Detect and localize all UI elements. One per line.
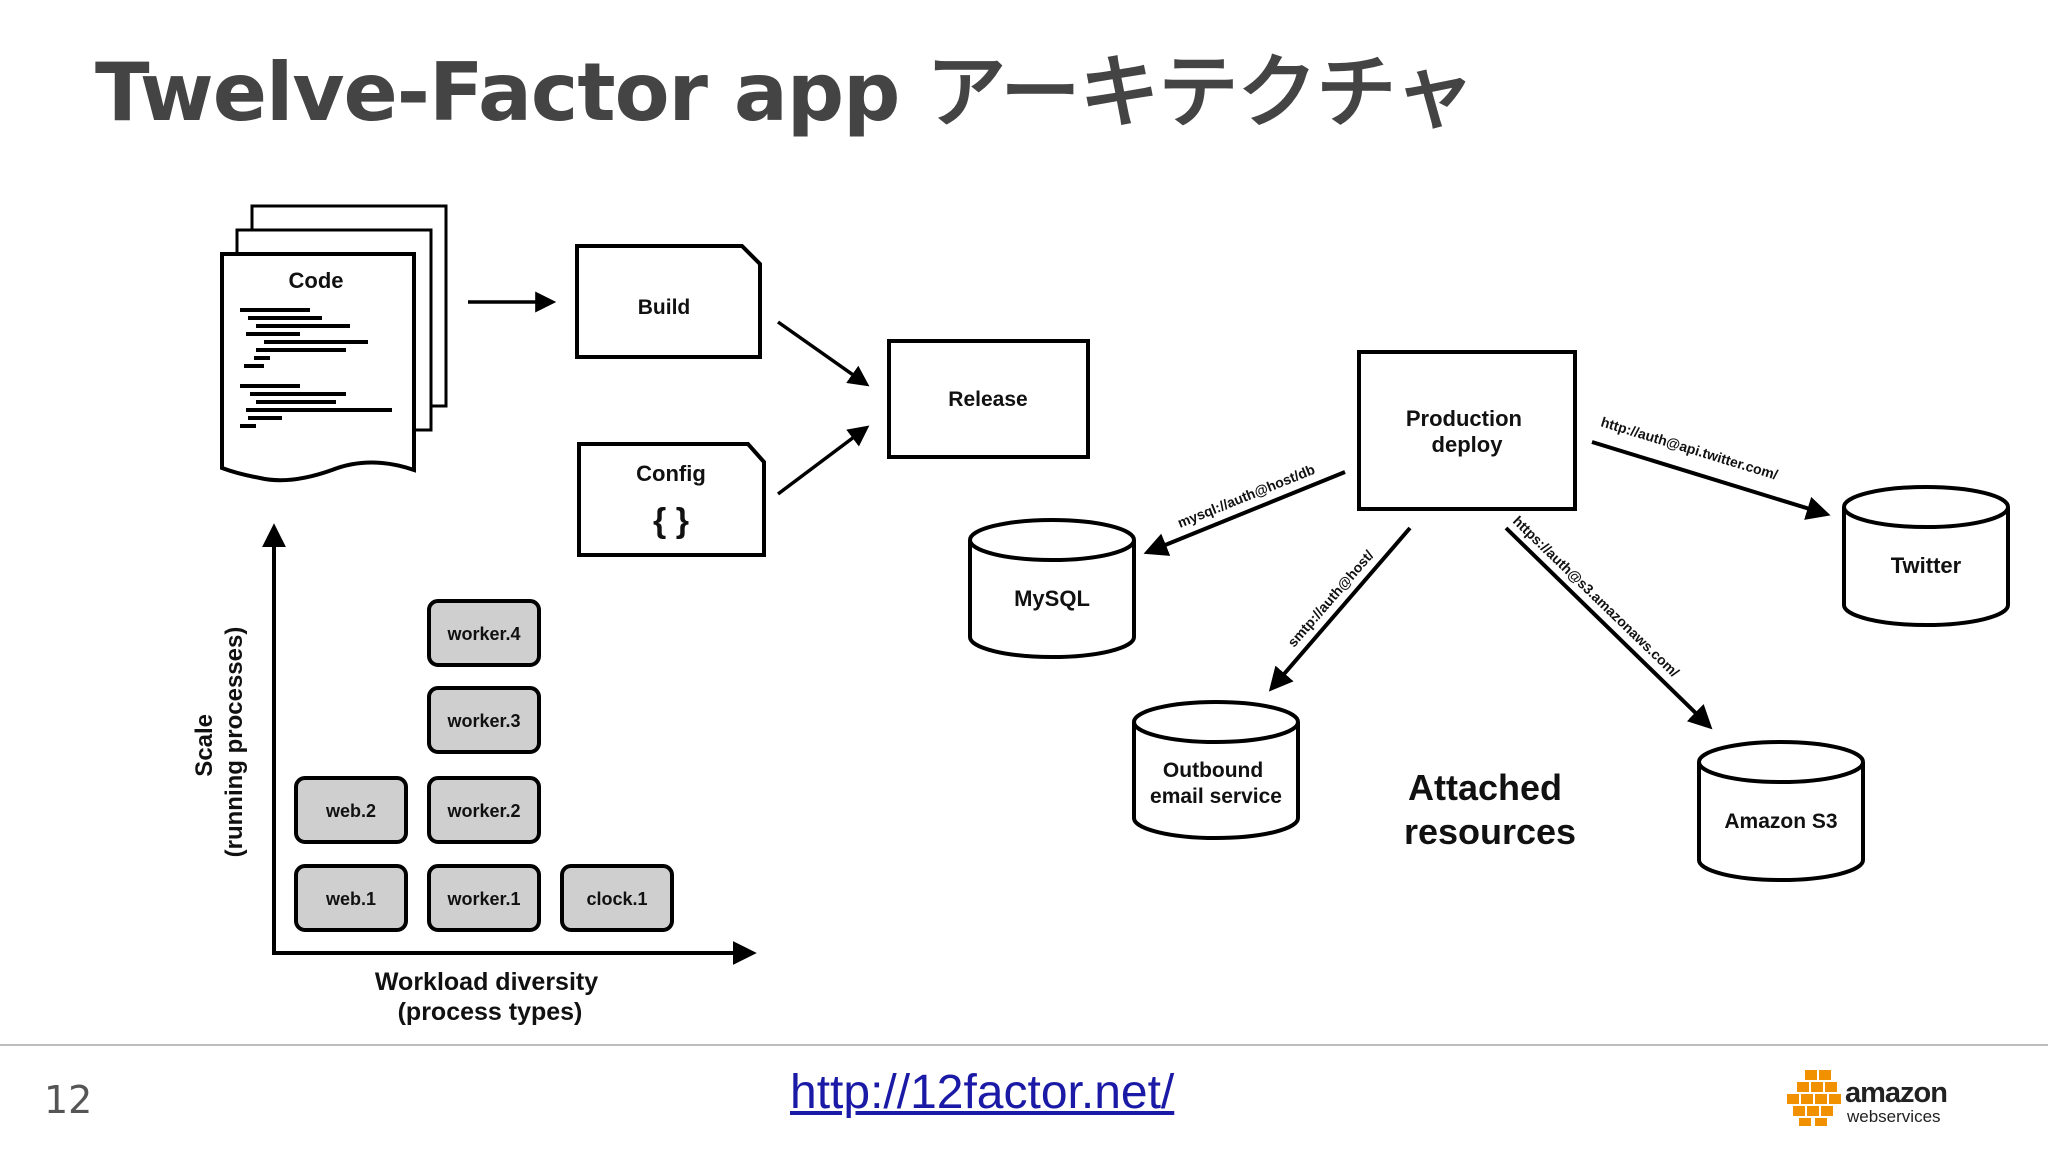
aws-tagline: webservices bbox=[1846, 1107, 1941, 1126]
footer-divider bbox=[0, 1044, 2048, 1046]
build-box: Build bbox=[575, 244, 762, 359]
email-arrow bbox=[1268, 526, 1412, 692]
config-braces: { } bbox=[653, 502, 689, 540]
release-box: Release bbox=[887, 339, 1090, 459]
aws-cubes-icon bbox=[1787, 1070, 1841, 1126]
scale-y-label: Scale (running processes) bbox=[191, 627, 248, 858]
config-box: Config { } bbox=[577, 442, 766, 557]
scale-x-label: Workload diversity (process types) bbox=[375, 968, 605, 1026]
process-web-1: web.1 bbox=[294, 864, 408, 932]
svg-text:worker.2: worker.2 bbox=[446, 801, 520, 821]
twitter-cylinder: Twitter bbox=[1842, 485, 2010, 627]
twelve-factor-link[interactable]: http://12factor.net/ bbox=[790, 1066, 1175, 1119]
code-lines-icon bbox=[240, 308, 392, 428]
amazon-s3-cylinder: Amazon S3 bbox=[1697, 740, 1865, 882]
aws-logo: amazon webservices bbox=[1787, 1070, 1948, 1126]
s3-url-label: https://auth@s3.amazonaws.com/ bbox=[1510, 513, 1683, 681]
page-number: 12 bbox=[44, 1078, 93, 1122]
svg-text:worker.4: worker.4 bbox=[446, 624, 520, 644]
svg-text:web.1: web.1 bbox=[325, 889, 376, 909]
mysql-cylinder: MySQL bbox=[968, 518, 1136, 659]
process-worker-4: worker.4 bbox=[427, 599, 541, 667]
aws-wordmark: amazon bbox=[1845, 1077, 1947, 1109]
svg-text:worker.1: worker.1 bbox=[446, 889, 520, 909]
production-deploy-label: Production deploy bbox=[1406, 406, 1528, 457]
mysql-url-label: mysql://auth@host/db bbox=[1175, 461, 1317, 531]
svg-text:clock.1: clock.1 bbox=[586, 889, 647, 909]
mysql-label: MySQL bbox=[1014, 586, 1090, 611]
code-document: Code bbox=[220, 204, 448, 483]
mysql-arrow bbox=[1143, 470, 1346, 556]
process-web-2: web.2 bbox=[294, 776, 408, 844]
process-worker-3: worker.3 bbox=[427, 686, 541, 754]
twitter-arrow bbox=[1591, 440, 1831, 520]
s3-arrow bbox=[1504, 526, 1713, 730]
config-to-release-arrow bbox=[776, 425, 870, 496]
smtp-url-label: smtp://auth@host/ bbox=[1284, 547, 1377, 650]
svg-text:web.2: web.2 bbox=[325, 801, 376, 821]
release-label: Release bbox=[948, 388, 1027, 411]
process-worker-2: worker.2 bbox=[427, 776, 541, 844]
architecture-diagram: Code Build Config { } Release Scale (run… bbox=[191, 204, 2010, 1026]
email-service-cylinder: Outbound email service bbox=[1132, 700, 1300, 840]
twitter-label: Twitter bbox=[1891, 553, 1962, 578]
build-to-release-arrow bbox=[776, 320, 870, 387]
slide-title: Twelve-Factor app アーキテクチャ bbox=[95, 46, 1475, 139]
attached-resources-label: Attached resources bbox=[1404, 767, 1576, 852]
email-service-label: Outbound email service bbox=[1150, 759, 1282, 808]
config-label: Config bbox=[636, 461, 706, 486]
svg-text:worker.3: worker.3 bbox=[446, 711, 520, 731]
process-worker-1: worker.1 bbox=[427, 864, 541, 932]
amazon-s3-label: Amazon S3 bbox=[1724, 810, 1837, 833]
build-label: Build bbox=[638, 296, 691, 319]
process-clock-1: clock.1 bbox=[560, 864, 674, 932]
code-label: Code bbox=[289, 268, 344, 293]
production-deploy-box: Production deploy bbox=[1357, 350, 1577, 511]
